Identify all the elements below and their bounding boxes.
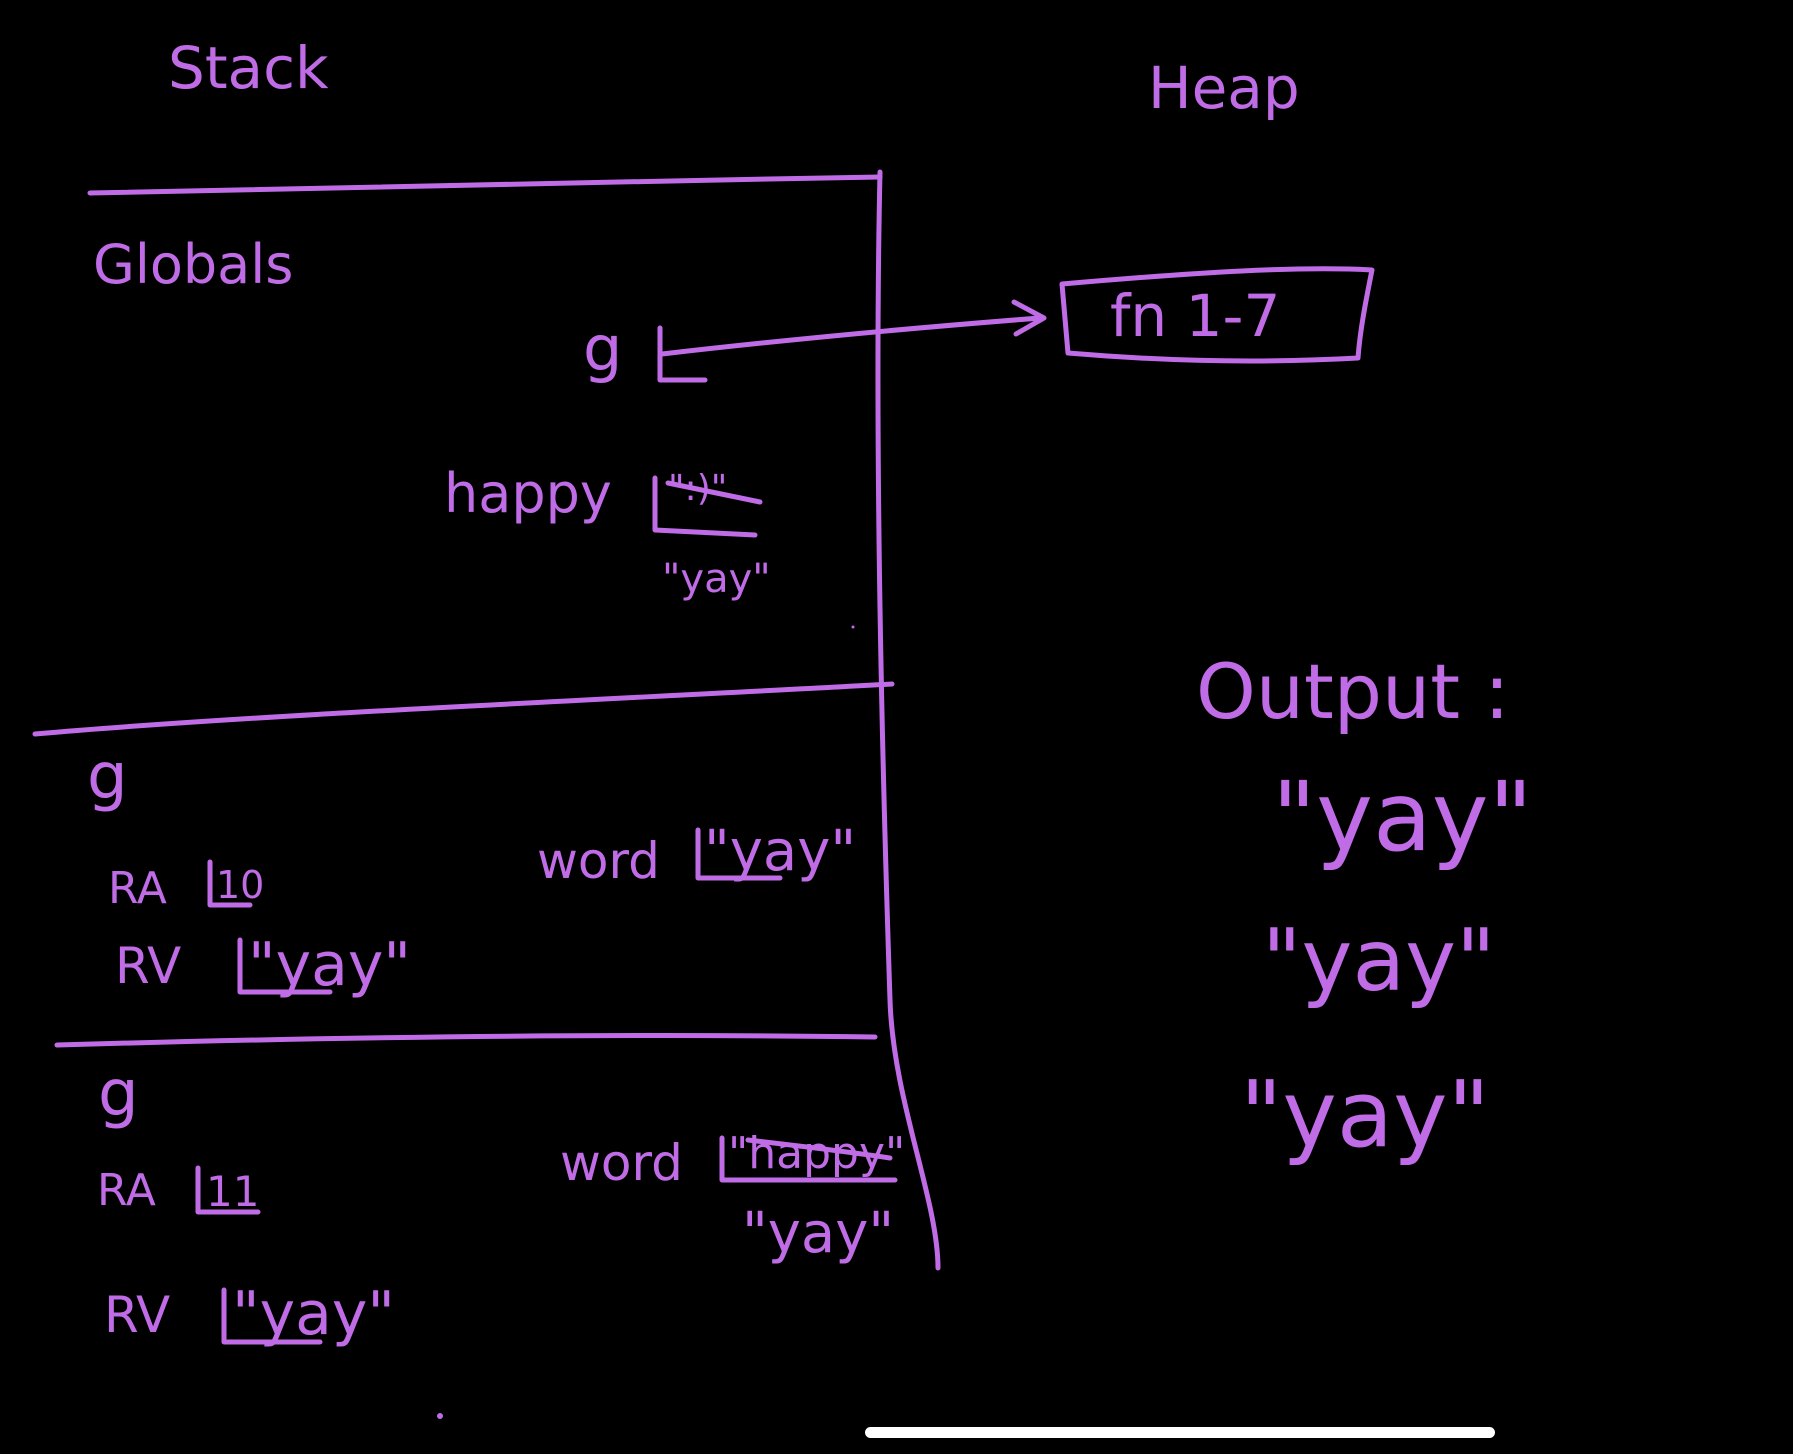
globals-happy-new-value: "yay" xyxy=(662,556,771,602)
g-frame-2-word-new-value: "yay" xyxy=(742,1201,894,1266)
g-pointer-arrowhead xyxy=(1011,299,1047,337)
globals-divider-line xyxy=(32,681,895,737)
g-frame-2-ra-label: RA xyxy=(97,1165,156,1216)
globals-frame-title: Globals xyxy=(93,233,293,296)
stack-top-line xyxy=(87,174,883,196)
heap-heading: Heap xyxy=(1148,54,1300,122)
globals-g-slot xyxy=(657,325,708,383)
g-frame-1-ra-label: RA xyxy=(108,863,167,914)
output-title: Output : xyxy=(1196,647,1510,736)
output-line-3: "yay" xyxy=(1240,1061,1490,1168)
g-frame-2-word-label: word xyxy=(560,1134,683,1192)
g-frame-2-title: g xyxy=(98,1057,139,1131)
g-frame-2-ra-slot xyxy=(195,1165,261,1215)
globals-g-var: g xyxy=(583,312,622,385)
g-frame-1-ra-value: 10 xyxy=(216,863,264,907)
heap-function-object: fn 1-7 xyxy=(1110,282,1280,350)
g-frame-2-word-old-value: "happy" xyxy=(728,1128,905,1179)
stack-right-wall xyxy=(875,169,941,1271)
home-indicator-bar[interactable] xyxy=(865,1427,1495,1438)
output-line-2: "yay" xyxy=(1262,911,1496,1011)
globals-happy-var: happy xyxy=(444,462,612,525)
g-frame-1-word-value: "yay" xyxy=(704,819,856,884)
ink-dot xyxy=(851,625,855,629)
happy-old-value-strikethrough xyxy=(665,480,763,505)
frame-divider-line xyxy=(54,1033,878,1048)
ink-dot xyxy=(437,1413,443,1419)
g-frame-1-rv-label: RV xyxy=(115,937,181,995)
g-frame-1-word-slot xyxy=(695,827,783,881)
heap-function-box xyxy=(1059,266,1375,364)
g-frame-1-rv-slot xyxy=(237,937,333,995)
g-frame-1-word-label: word xyxy=(537,832,660,890)
g-frame-1-title: g xyxy=(87,740,128,814)
word-old-value-strikethrough xyxy=(745,1137,893,1161)
g-frame-1-ra-slot xyxy=(207,859,253,908)
g-pointer-arrow xyxy=(659,315,1043,357)
stack-heading: Stack xyxy=(168,34,329,102)
g-frame-2-ra-value: 11 xyxy=(206,1167,259,1216)
g-frame-2-rv-slot xyxy=(221,1287,323,1345)
g-frame-2-word-slot xyxy=(719,1135,898,1183)
g-frame-1-rv-value: "yay" xyxy=(248,930,411,1000)
g-frame-2-rv-label: RV xyxy=(104,1286,170,1344)
output-line-1: "yay" xyxy=(1272,761,1533,873)
globals-happy-slot xyxy=(652,475,758,538)
g-frame-2-rv-value: "yay" xyxy=(232,1279,395,1349)
